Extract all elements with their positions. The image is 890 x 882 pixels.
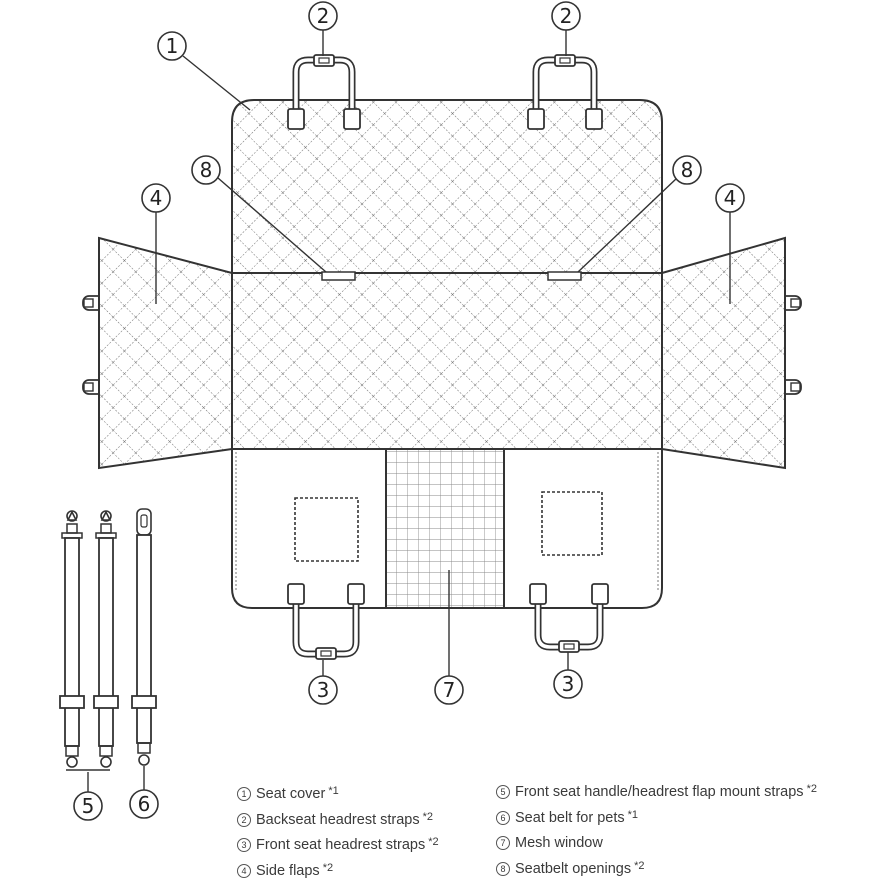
callout-2-left: 2 bbox=[309, 2, 337, 30]
flap-mount-strap-b bbox=[94, 511, 118, 767]
svg-text:2: 2 bbox=[560, 4, 573, 28]
pet-seat-belt bbox=[132, 509, 156, 765]
callout-8-right: 8 bbox=[673, 156, 701, 184]
svg-text:2: 2 bbox=[317, 4, 330, 28]
side-flap-right bbox=[662, 238, 801, 468]
callout-6: 6 bbox=[130, 790, 158, 818]
svg-text:7: 7 bbox=[443, 678, 456, 702]
svg-text:8: 8 bbox=[681, 158, 694, 182]
callout-3-left: 3 bbox=[309, 676, 337, 704]
svg-text:4: 4 bbox=[724, 186, 737, 210]
callout-5: 5 bbox=[74, 792, 102, 820]
callout-1: 1 bbox=[158, 32, 186, 60]
callout-4-right: 4 bbox=[716, 184, 744, 212]
callout-2-right: 2 bbox=[552, 2, 580, 30]
flap-mount-strap-a bbox=[60, 511, 84, 767]
mesh-window bbox=[386, 449, 504, 608]
svg-text:4: 4 bbox=[150, 186, 163, 210]
callout-7: 7 bbox=[435, 676, 463, 704]
svg-text:8: 8 bbox=[200, 158, 213, 182]
svg-text:3: 3 bbox=[562, 672, 575, 696]
svg-text:3: 3 bbox=[317, 678, 330, 702]
callout-8-left: 8 bbox=[192, 156, 220, 184]
side-flap-left bbox=[83, 238, 232, 468]
svg-text:6: 6 bbox=[138, 792, 151, 816]
svg-text:1: 1 bbox=[166, 34, 179, 58]
svg-text:5: 5 bbox=[82, 794, 95, 818]
callout-3-right: 3 bbox=[554, 670, 582, 698]
callout-4-left: 4 bbox=[142, 184, 170, 212]
seat-panel bbox=[232, 273, 662, 449]
